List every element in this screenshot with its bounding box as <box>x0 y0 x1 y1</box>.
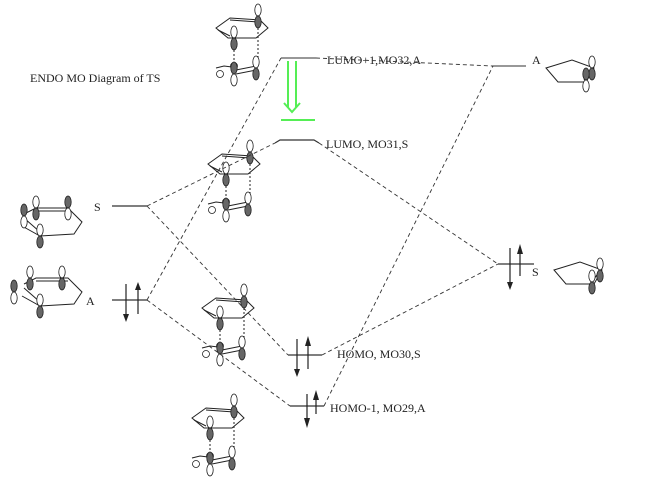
diene-orbital-s <box>20 195 83 249</box>
diagram-title: ENDO MO Diagram of TS <box>30 71 160 85</box>
diene-orbital-a <box>10 265 83 319</box>
left-level-s-label: S <box>94 200 101 214</box>
left-level-a-label: A <box>86 294 95 308</box>
excitation-arrow <box>281 61 315 121</box>
right-level-s-electrons <box>507 244 523 290</box>
ts-level-lumo-plus-1-label: LUMO+1,MO32,A <box>327 53 421 67</box>
ts-structure-top <box>216 4 268 86</box>
correlation-lines <box>146 57 499 407</box>
alkene-orbital-a <box>545 55 596 93</box>
left-level-a-electrons <box>123 282 141 322</box>
ts-level-lumo <box>274 139 320 144</box>
ts-structure-bottom <box>192 394 244 476</box>
ts-level-homo-electrons <box>294 336 311 377</box>
ts-level-homo-label: HOMO, MO30,S <box>337 347 421 361</box>
right-level-s-label: S <box>532 265 539 279</box>
alkene-orbital-s <box>553 257 604 295</box>
right-level-a-label: A <box>532 53 541 67</box>
ts-level-homo-1-label: HOMO-1, MO29,A <box>330 401 426 415</box>
ts-structure-homo <box>202 284 254 366</box>
ts-structure-lumo <box>208 140 260 222</box>
ts-level-homo-1-electrons <box>304 390 319 428</box>
ts-level-lumo-label: LUMO, MO31,S <box>326 137 408 151</box>
